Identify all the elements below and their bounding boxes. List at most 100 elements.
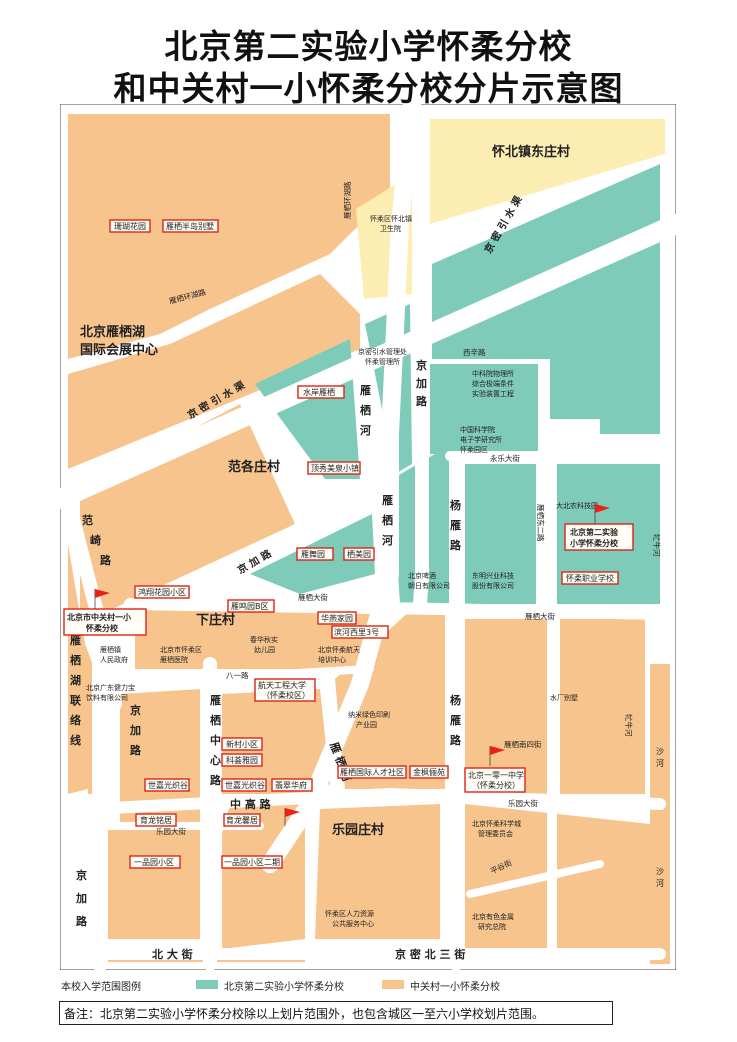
zone-teal-small bbox=[550, 359, 600, 419]
label-beer: 北京啤酒 bbox=[408, 571, 436, 580]
road-label-yonglu-1b: 雁 bbox=[450, 519, 461, 532]
road-label-jingjia-3: 京 bbox=[76, 868, 87, 882]
flag-icon-school2 bbox=[594, 504, 610, 524]
road-label-yanqi-dajie-1: 雁栖大街 bbox=[298, 592, 328, 602]
road-label-sha-1: 沙 bbox=[656, 747, 664, 756]
svg-text:世嘉光织谷: 世嘉光织谷 bbox=[148, 780, 188, 790]
svg-text:鸿翔花园小区: 鸿翔花园小区 bbox=[138, 587, 186, 597]
label-hospital: 北京市怀柔区 bbox=[160, 645, 202, 654]
road-label-jingjia-1c: 路 bbox=[416, 394, 428, 408]
svg-text:水岸雁栖: 水岸雁栖 bbox=[303, 387, 335, 397]
road-label-lianluo-6: 线 bbox=[70, 733, 81, 747]
road-label-huanhu-1: 雁栖环湖路 bbox=[342, 181, 352, 219]
road-label-nansi: 雁栖南四街 bbox=[504, 739, 542, 749]
road-label-yanqi-dajie-2: 雁栖大街 bbox=[525, 611, 555, 621]
community-yanwu: 雁舞园 bbox=[296, 547, 334, 561]
road-label-mangniu-2: 牤牛河 bbox=[624, 714, 634, 737]
road-label-jingjia-1b: 加 bbox=[415, 376, 427, 390]
svg-text:饮料有限公司: 饮料有限公司 bbox=[86, 693, 128, 702]
zone-yueyuan-left bbox=[95, 824, 200, 939]
community-feicui: 翡翠华府 bbox=[271, 778, 313, 792]
road-label-jingmibei: 京 密 北 三 街 bbox=[395, 947, 465, 961]
community-yulong-ming: 育龙铭居 bbox=[135, 813, 177, 827]
svg-text:珊瑚花园: 珊瑚花园 bbox=[114, 221, 146, 231]
svg-text:股份有限公司: 股份有限公司 bbox=[472, 581, 514, 590]
map-title-line2: 和中关村一小怀柔分校分片示意图 bbox=[113, 69, 624, 108]
zone-teal-north bbox=[432, 164, 660, 434]
legend-title: 本校入学范围图例 bbox=[61, 982, 141, 993]
area-yanqihu-1: 北京雁栖湖 bbox=[80, 324, 145, 340]
label-kexuecheng: 北京怀柔科学城 bbox=[472, 819, 521, 828]
community-shijia-2: 世嘉光织谷 bbox=[221, 778, 267, 792]
road-label-lianluo-2: 栖 bbox=[70, 653, 81, 667]
label-clinic: 怀柔区怀北镇 bbox=[370, 214, 412, 223]
svg-text:（怀柔校区）: （怀柔校区） bbox=[262, 690, 310, 700]
road-label-fanqi-3: 路 bbox=[100, 553, 112, 567]
svg-text:（怀柔分校）: （怀柔分校） bbox=[472, 780, 520, 790]
zoning-map: 怀北镇东庄村 北京雁栖湖 国际会展中心 范各庄村 下庄村 乐园庄村 京 加 路 … bbox=[60, 104, 676, 970]
svg-text:一品园小区二期: 一品园小区二期 bbox=[224, 858, 280, 867]
zone-yanqihu bbox=[68, 114, 390, 359]
svg-text:北京一零一中学: 北京一零一中学 bbox=[468, 770, 524, 780]
area-huaibei: 怀北镇东庄村 bbox=[492, 144, 570, 160]
zone-east-mid bbox=[465, 619, 550, 794]
road-label-zhongxin-5: 路 bbox=[210, 773, 222, 787]
community-jinfeng: 金枫俪苑 bbox=[409, 765, 449, 779]
road-label-yanqihe-1b: 栖 bbox=[360, 403, 371, 417]
zone-fangezhuang bbox=[80, 404, 295, 624]
svg-text:金枫俪苑: 金枫俪苑 bbox=[413, 767, 445, 777]
road-zhonggao bbox=[84, 787, 666, 815]
school-101: 北京一零一中学 （怀柔分校） bbox=[464, 767, 526, 793]
zone-sha-east bbox=[650, 664, 670, 964]
label-hr: 怀柔区人力资源 bbox=[325, 909, 374, 918]
road-label-sha-2: 沙 bbox=[656, 867, 664, 876]
road-jingmi-canal bbox=[60, 214, 676, 509]
svg-text:北京第二实验: 北京第二实验 bbox=[570, 527, 619, 537]
road-label-yonglu-1c: 路 bbox=[450, 538, 462, 552]
road-label-zhonggao: 中 高 路 bbox=[230, 797, 272, 811]
label-kindergarten: 春华秋实 bbox=[250, 635, 278, 644]
road-label-yanqihe-2c: 河 bbox=[382, 533, 393, 547]
community-xincun: 新村小区 bbox=[221, 737, 263, 751]
svg-text:华燕家园: 华燕家园 bbox=[321, 613, 353, 623]
road-label-jingjia-1: 京 bbox=[416, 358, 427, 372]
area-xiazhuang: 下庄村 bbox=[196, 612, 235, 628]
community-dingxiu: 顶秀美泉小镇 bbox=[307, 461, 361, 475]
svg-text:卫生院: 卫生院 bbox=[380, 224, 401, 233]
label-hangtian: 北京怀柔航天 bbox=[318, 645, 360, 654]
community-yipin: 一品园小区 bbox=[129, 855, 181, 869]
community-binhe: 滨河西里3号 bbox=[331, 625, 389, 639]
svg-text:小学怀柔分校: 小学怀柔分校 bbox=[569, 538, 619, 548]
school-second-experimental: 北京第二实验 小学怀柔分校 bbox=[564, 523, 634, 551]
area-yanqihu-2: 国际会展中心 bbox=[80, 342, 158, 358]
svg-text:翡翠华府: 翡翠华府 bbox=[275, 780, 307, 790]
road-label-leyuan-1: 乐园大街 bbox=[156, 826, 186, 836]
svg-text:雁栖医院: 雁栖医院 bbox=[160, 655, 188, 664]
road-pinggu bbox=[466, 860, 604, 898]
svg-text:产业园: 产业园 bbox=[356, 720, 377, 729]
zone-teal-dongming bbox=[465, 464, 536, 604]
community-qimei: 栖美园 bbox=[343, 547, 375, 561]
road-label-leyuan-2: 乐园大街 bbox=[508, 798, 538, 808]
road-label-lianluo-1: 雁 bbox=[70, 634, 81, 647]
road-label-yonglu-1: 杨 bbox=[450, 498, 461, 512]
svg-text:栖美园: 栖美园 bbox=[347, 549, 371, 559]
zone-yanqihu-lower bbox=[68, 274, 360, 469]
label-keyuan: 中科院物理所 bbox=[472, 369, 514, 378]
label-nami: 纳米绿色印刷 bbox=[348, 710, 390, 719]
svg-text:朝日有限公司: 朝日有限公司 bbox=[408, 581, 450, 590]
zone-yanqi-mid bbox=[222, 689, 330, 794]
community-kehui: 科荟雅园 bbox=[221, 753, 263, 767]
road-label-sha-2b: 河 bbox=[656, 878, 664, 888]
legend-label-school2: 北京第二实验小学怀柔分校 bbox=[224, 982, 344, 993]
zone-east-south bbox=[465, 804, 650, 954]
flag-icon-zgc1 bbox=[94, 589, 110, 609]
svg-text:怀柔职业学校: 怀柔职业学校 bbox=[566, 573, 614, 583]
legend-label-zgc1: 中关村一小怀柔分校 bbox=[410, 982, 500, 993]
community-yanming: 雁鸣园B区 bbox=[227, 599, 275, 613]
area-leyuanzhuang: 乐园庄村 bbox=[332, 822, 384, 838]
svg-text:北京市中关村一小: 北京市中关村一小 bbox=[67, 612, 131, 622]
label-dongming: 东明兴业科技 bbox=[472, 571, 514, 580]
community-shijia-1: 世嘉光织谷 bbox=[144, 778, 190, 792]
road-label-zhongxin-3: 中 bbox=[210, 733, 221, 747]
